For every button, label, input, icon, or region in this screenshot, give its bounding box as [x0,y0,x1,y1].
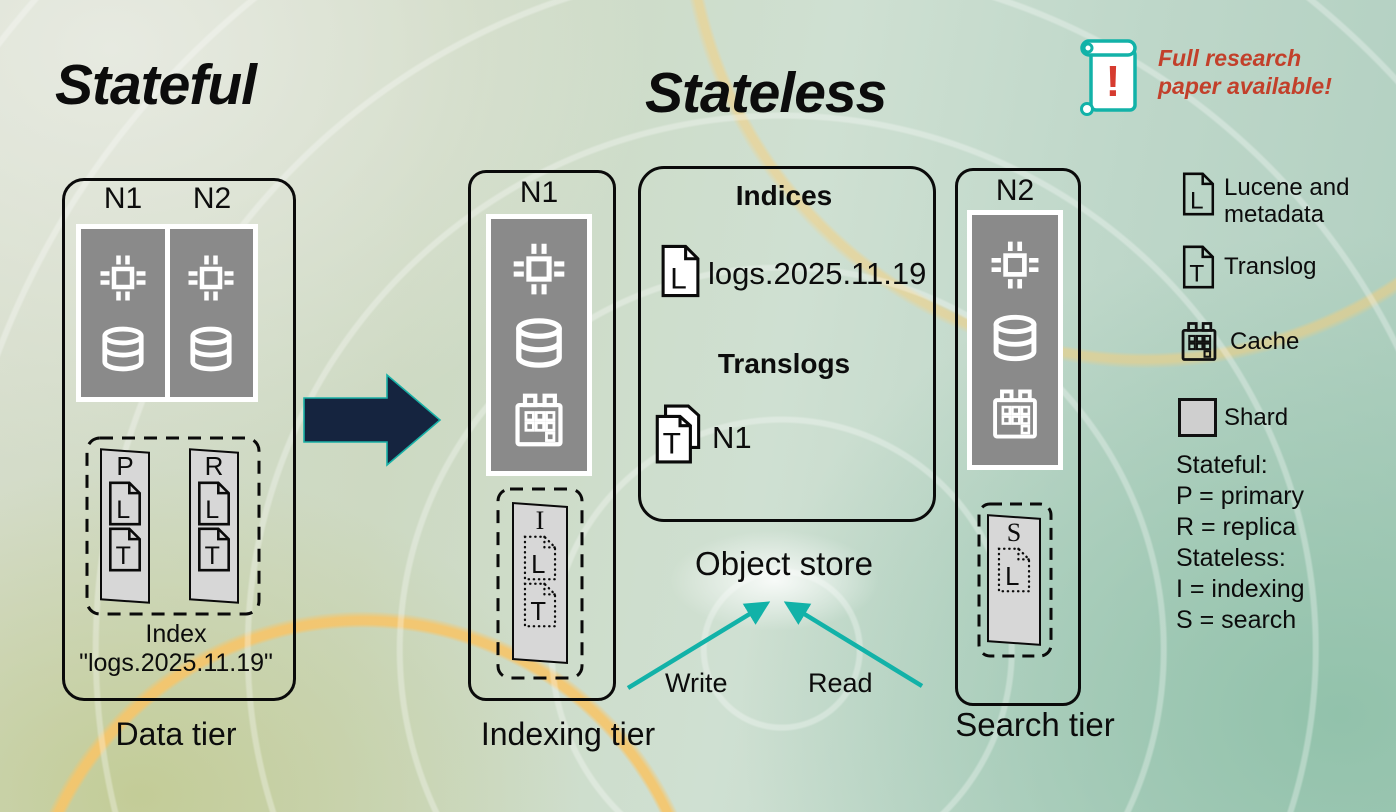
search-shard-dashed-box [977,502,1053,658]
lucene-doc-icon: L [1182,172,1215,216]
indexing-node [486,214,592,476]
legend-note: Stateful: [1176,451,1268,479]
shard-replica-label: R [204,451,224,481]
stateful-node2-label: N2 [192,182,232,215]
research-paper-note: Full research paper available! [1158,44,1332,100]
index-caption-line1: Index [145,620,207,648]
read-label: Read [808,668,873,698]
svg-text:L: L [1190,187,1204,214]
svg-text:L: L [670,262,687,295]
search-node-cell [972,215,1058,465]
shard-primary-label: P [116,451,134,481]
translog-doc-icon: T [198,527,230,572]
lucene-doc-dotted-icon: L [997,547,1031,593]
shard-primary: P L T [100,448,150,604]
write-label: Write [665,668,728,698]
legend-note: R = replica [1176,513,1297,541]
research-paper-note-line2: paper available! [1158,73,1332,99]
stateless-title: Stateless [645,61,887,125]
legend-translog-label: Translog [1224,253,1317,280]
database-icon [190,326,232,372]
database-icon [102,326,144,372]
svg-text:L: L [116,496,130,524]
legend-note: Stateless: [1176,544,1286,572]
shard-indexing-label: I [535,506,545,535]
search-tier-caption: Search tier [955,706,1115,743]
shard-indexing: I L T [512,502,568,664]
stateful-node2 [169,229,253,397]
cache-icon [993,389,1037,438]
shard-search: S L [987,514,1041,646]
indexing-tier-box [468,170,616,701]
svg-text:T: T [663,428,681,461]
legend-cache-label: Cache [1230,328,1300,355]
svg-text:T: T [530,598,546,626]
translog-doc-icon: T [1182,245,1215,289]
stateful-index-dashed-box [85,436,261,616]
lucene-doc-dotted-icon: L [523,535,557,581]
stateful-node1-label: N1 [103,182,143,215]
write-arrow-icon [626,601,771,690]
indices-heading: Indices [735,180,833,211]
scroll-exclamation-icon: ! [1080,39,1137,116]
stateful-title: Stateful [55,53,257,117]
database-icon [993,314,1037,362]
shard-replica: R L T [189,448,239,604]
object-store-box [638,166,936,522]
index-name: logs.2025.11.19 [708,256,927,291]
stateful-data-tier-box [62,178,296,701]
lucene-doc-icon: L [109,481,141,526]
svg-text:T: T [205,542,220,570]
read-arrow-icon [783,601,924,688]
legend-notes: Stateful: P = primary R = replica Statel… [1176,450,1305,636]
research-paper-note-line1: Full research [1158,45,1302,71]
search-tier-box [955,168,1081,706]
translog-name: N1 [712,420,752,455]
index-caption: Index "logs.2025.11.19" [62,620,290,678]
write-read-arrows [626,601,924,690]
translogs-heading: Translogs [717,348,851,379]
translog-stack-icon: T [655,404,701,464]
svg-text:L: L [1005,563,1019,591]
svg-text:L: L [205,496,219,524]
svg-text:T: T [1189,260,1204,287]
cpu-chip-icon [100,255,146,301]
data-tier-caption: Data tier [115,716,237,752]
svg-text:L: L [531,551,545,579]
legend-shard-label: Shard [1224,404,1289,431]
stateful-to-stateless-arrow-icon [303,373,442,467]
cache-icon [515,393,563,446]
legend-lucene-label: Lucene and metadata [1224,174,1350,228]
legend-note: S = search [1176,606,1297,634]
lucene-doc-icon: L [198,481,230,526]
cache-icon [1181,322,1217,361]
legend-note: I = indexing [1176,575,1305,603]
cpu-chip-icon [513,243,565,294]
search-node [967,210,1063,470]
legend-note: P = primary [1176,482,1305,510]
translog-doc-icon: T [109,527,141,572]
lucene-doc-icon: L [661,244,700,298]
object-store-label: Object store [695,545,873,582]
indexing-node-cell [491,219,587,471]
search-node-label: N2 [995,174,1035,207]
indexing-node-label: N1 [519,176,559,209]
translog-doc-dotted-icon: T [523,582,557,628]
stateful-node1 [81,229,165,397]
shard-swatch [1178,398,1217,437]
svg-text:!: ! [1106,57,1121,106]
svg-text:T: T [116,542,131,570]
cpu-chip-icon [991,241,1039,288]
cpu-chip-icon [188,255,234,301]
indexing-tier-caption: Indexing tier [480,716,656,752]
indexing-shard-dashed-box [496,487,584,680]
stateful-nodes [76,224,258,402]
index-caption-line2: "logs.2025.11.19" [79,649,273,677]
database-icon [516,318,562,368]
shard-search-label: S [1006,518,1022,547]
